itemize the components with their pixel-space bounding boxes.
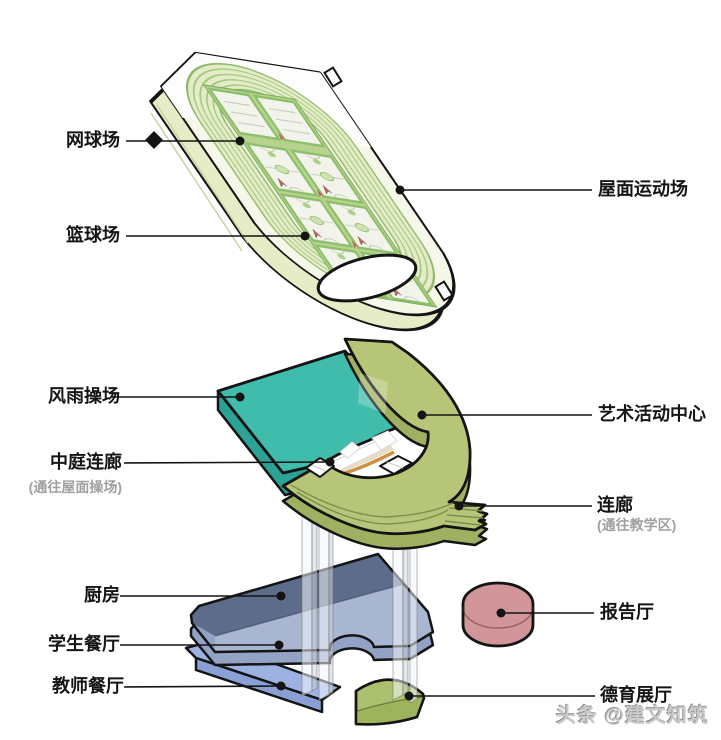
label-lecture-hall: 报告厅 [600, 602, 654, 622]
sublabel-to-roof-field: (通往屋面操场) [28, 479, 122, 495]
art-center-ring [281, 337, 489, 536]
label-kitchen: 厨房 [84, 585, 120, 605]
skylight-panel [358, 373, 388, 414]
label-basketball-court: 篮球场 [66, 225, 120, 245]
edge-diamond-marker [145, 131, 163, 149]
glass-columns [301, 505, 418, 704]
gym-and-art-center-level [216, 337, 489, 550]
roof-sports-field [145, 51, 456, 332]
label-corridor: 连廊 [597, 495, 633, 515]
label-atrium-corridor: 中庭连廊 [50, 452, 122, 472]
label-roof-sports-field: 屋面运动场 [598, 179, 688, 199]
label-indoor-playground: 风雨操场 [48, 386, 120, 406]
kitchen-roof [191, 554, 404, 636]
sublabel-to-teaching-area: (通往教学区) [597, 517, 677, 533]
ring-floor-lines [290, 484, 484, 526]
field-edge-tabs [323, 66, 454, 302]
leader-lines [112, 140, 595, 697]
label-art-center: 艺术活动中心 [598, 404, 706, 424]
leader-dots [235, 136, 506, 701]
watermark: 头条 @建文知筑 [556, 705, 710, 727]
label-teacher-dining: 教师餐厅 [52, 676, 124, 696]
label-student-dining: 学生餐厅 [48, 634, 120, 654]
label-tennis-court: 网球场 [66, 130, 120, 150]
field-skylight-hole [316, 253, 418, 303]
dining-level [184, 552, 535, 726]
label-moral-exhibit-hall: 德育展厅 [600, 685, 672, 705]
